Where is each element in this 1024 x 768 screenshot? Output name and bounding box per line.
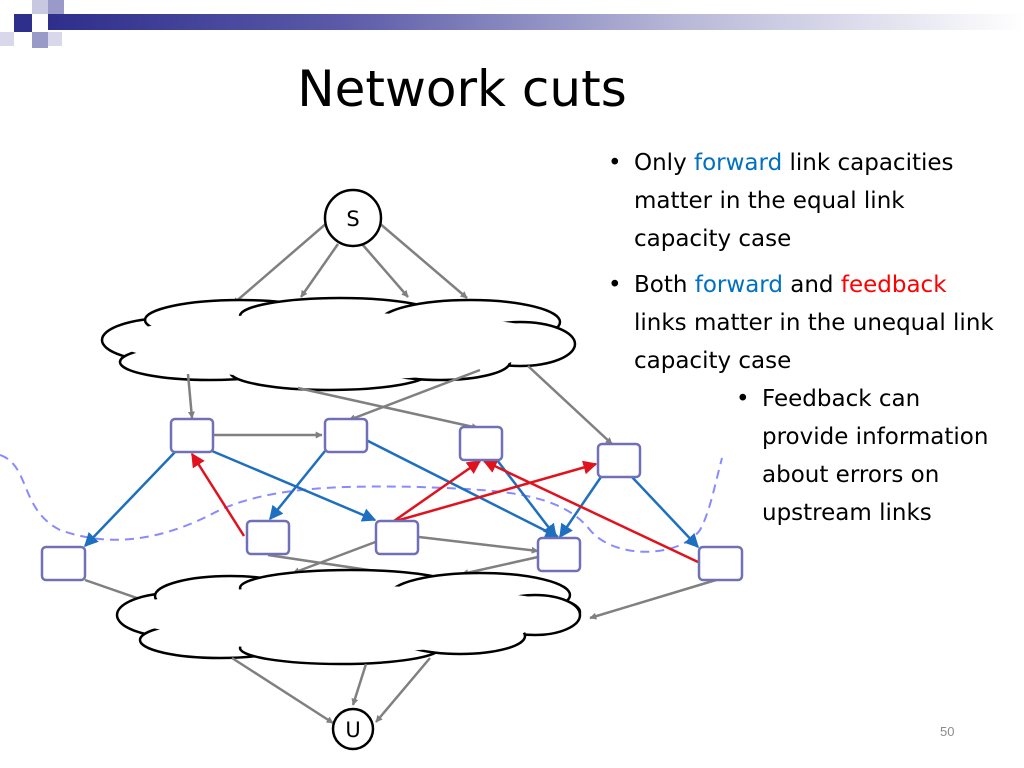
edge-cloud-to-u-2 (351, 663, 368, 706)
edge-cloud-to-n1 (186, 373, 195, 419)
feedback-edge-n7-to-n4 (395, 460, 598, 523)
node-box-9 (697, 545, 744, 582)
node-box-4 (596, 442, 642, 479)
forward-edge-n4-to-n9 (631, 476, 699, 549)
header-square-4 (32, 32, 48, 48)
sink-node-u (331, 707, 375, 751)
bullet-2-feedback: feedback (840, 272, 947, 298)
edge-cloud-to-n4 (527, 365, 613, 445)
bullet-2: • Both forward and feedback links matter… (608, 266, 1004, 380)
bullet-2-forward: forward (694, 272, 783, 298)
header-square-5 (48, 32, 62, 46)
edge-s-to-cloud-3 (361, 243, 409, 298)
bullet-2-text-b: and (782, 272, 841, 298)
forward-edge-n2-to-n8 (365, 438, 560, 539)
edge-n7-to-n8 (418, 535, 539, 554)
forward-edge-n4-to-n8 (558, 473, 605, 539)
bullet-2-text-c: links matter in the unequal link capacit… (634, 310, 994, 374)
node-box-6 (245, 519, 291, 556)
edge-cloud-to-u-1 (231, 656, 334, 725)
header-square-3 (48, 0, 64, 14)
edge-n8-to-cloud (461, 555, 539, 577)
edge-n9-to-cloud (589, 578, 717, 620)
node-box-2 (323, 417, 369, 454)
edge-cloud-to-u-3 (375, 657, 431, 723)
node-box-3 (458, 425, 504, 462)
node-box-8 (536, 536, 582, 573)
node-box-5 (40, 545, 87, 582)
feedback-edge-n7-to-n3 (393, 459, 482, 523)
page-number: 50 (940, 724, 955, 739)
source-node-s (323, 188, 383, 248)
header-square-2 (32, 0, 48, 14)
bullet-1-forward: forward (694, 150, 783, 176)
network-cut-dashed-line (0, 454, 723, 553)
node-box-1 (169, 417, 215, 454)
edge-s-to-cloud-2 (299, 243, 340, 298)
bullet-dot: • (736, 386, 750, 412)
edge-cloud-to-n2 (348, 368, 481, 422)
source-node-label: S (346, 207, 359, 231)
sink-node-label: U (345, 718, 360, 742)
feedback-edge-n9-to-n3 (482, 459, 699, 564)
header-square-1 (14, 14, 32, 32)
forward-edge-n2-to-n6 (269, 450, 326, 521)
forward-edge-n1-to-n7 (211, 449, 377, 522)
bullet-dot: • (608, 150, 622, 176)
edge-n7-to-cloud (292, 539, 379, 575)
node-box-7 (374, 519, 420, 556)
edge-s-to-cloud-4 (377, 221, 468, 299)
bullet-1-text-a: Only (634, 150, 694, 176)
header-square-6 (0, 32, 14, 46)
sub-bullet-1-text: Feedback can provide information about e… (762, 386, 989, 526)
bullet-1-text-b: link capacities matter in the equal link… (634, 150, 954, 252)
forward-edge-n1-to-n5 (84, 450, 177, 548)
bullet-list: • Only forward link capacities matter in… (608, 144, 1018, 532)
sub-bullet-1: • Feedback can provide information about… (736, 380, 1012, 532)
bullet-dot: • (608, 272, 622, 298)
feedback-edge-n6-to-n1 (190, 452, 246, 537)
edge-s-to-cloud-1 (232, 221, 329, 305)
edge-cloud-to-n3 (297, 386, 479, 431)
bullet-2-text-a: Both (634, 272, 695, 298)
header-gradient-bar (48, 14, 1024, 30)
bullet-1: • Only forward link capacities matter in… (608, 144, 964, 258)
slide-title: Network cuts (297, 60, 627, 118)
